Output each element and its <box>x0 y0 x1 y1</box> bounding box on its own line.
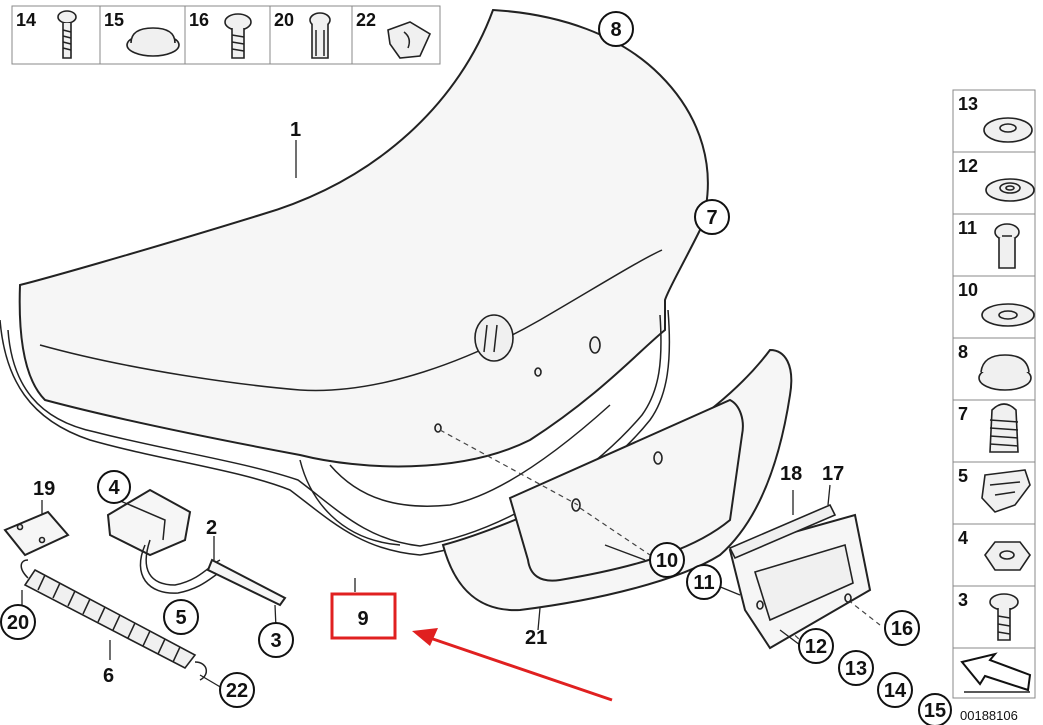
side-panel-label-5: 5 <box>958 466 968 486</box>
callout-13: 13 <box>838 650 874 686</box>
side-panel-label-3: 3 <box>958 590 968 610</box>
hinge-arm <box>206 558 287 607</box>
side-panel-label-10: 10 <box>958 280 978 300</box>
callout-7: 7 <box>694 199 730 235</box>
catalog-number: 00188106 <box>960 708 1018 723</box>
washer-icon <box>983 117 1033 143</box>
top-panel-label-22: 22 <box>356 10 376 30</box>
callout-22-label: 22 <box>226 680 248 702</box>
callout-15-label: 15 <box>924 700 946 722</box>
callout-1: 1 <box>290 119 301 141</box>
grommet-icon <box>126 27 180 57</box>
callout-8: 8 <box>598 11 634 47</box>
callout-14: 14 <box>877 672 913 708</box>
callout-3: 3 <box>258 622 294 658</box>
callout-21: 21 <box>525 627 547 649</box>
nut-icon <box>984 541 1031 571</box>
callout-20-label: 20 <box>7 612 29 634</box>
top-panel-label-16: 16 <box>189 10 209 30</box>
grommet-icon <box>978 354 1032 391</box>
highlight-arrow <box>412 628 613 702</box>
callout-14-label: 14 <box>884 680 907 702</box>
arrow-symbol-icon <box>960 652 1032 693</box>
bolt-icon <box>994 223 1020 269</box>
callout-20: 20 <box>0 604 36 640</box>
callout-19: 19 <box>33 478 55 500</box>
top-panel-label-15: 15 <box>104 10 124 30</box>
highlight-box: 9 <box>330 592 397 640</box>
callout-3-label: 3 <box>270 630 281 652</box>
trunk-lid <box>0 8 709 556</box>
bolt-icon <box>309 12 331 59</box>
callout-16: 16 <box>884 610 920 646</box>
top-panel-label-20: 20 <box>274 10 294 30</box>
callout-11: 11 <box>686 564 722 600</box>
washer-icon <box>985 178 1035 202</box>
callout-6: 6 <box>103 665 114 687</box>
side-panel-label-12: 12 <box>958 156 978 176</box>
side-panel-label-7: 7 <box>958 404 968 424</box>
washer-icon <box>981 303 1035 327</box>
callout-9: 9 <box>357 608 368 630</box>
side-parts-panel: 13 12 11 10 8 7 <box>952 89 1036 699</box>
clip-icon <box>981 469 1031 513</box>
callout-10-label: 10 <box>656 550 678 572</box>
side-panel-label-11: 11 <box>958 218 977 238</box>
callout-8-label: 8 <box>610 19 621 41</box>
side-panel-label-4: 4 <box>958 528 968 548</box>
callout-15: 15 <box>918 693 952 725</box>
top-panel-label-14: 14 <box>16 10 36 30</box>
screw-icon <box>989 593 1019 641</box>
callout-11-label: 11 <box>693 572 714 594</box>
lock-assembly <box>106 488 225 594</box>
callout-17: 17 <box>822 463 844 485</box>
bump-stop-icon <box>989 403 1019 453</box>
callout-16-label: 16 <box>891 618 913 640</box>
clip-nut-icon <box>387 21 432 59</box>
callout-5-label: 5 <box>175 607 186 629</box>
bracket-plate <box>3 510 70 557</box>
callout-4-label: 4 <box>108 477 120 499</box>
callout-18: 18 <box>780 463 802 485</box>
callout-5: 5 <box>163 599 199 635</box>
callout-12: 12 <box>798 628 834 664</box>
callout-13-label: 13 <box>845 658 867 680</box>
side-panel-label-8: 8 <box>958 342 968 362</box>
plate-bracket <box>728 503 872 650</box>
callout-2: 2 <box>206 517 217 539</box>
screw-icon <box>224 13 252 59</box>
side-panel-label-13: 13 <box>958 94 978 114</box>
callout-7-label: 7 <box>706 207 717 229</box>
callout-10: 10 <box>649 542 685 578</box>
callout-12-label: 12 <box>805 636 827 658</box>
license-plate-trim <box>441 348 793 612</box>
tension-spring <box>20 559 207 681</box>
top-parts-panel: 14 15 16 20 22 <box>11 5 441 65</box>
screw-icon <box>57 10 77 59</box>
callout-22: 22 <box>219 672 255 708</box>
callout-4: 4 <box>97 470 131 504</box>
